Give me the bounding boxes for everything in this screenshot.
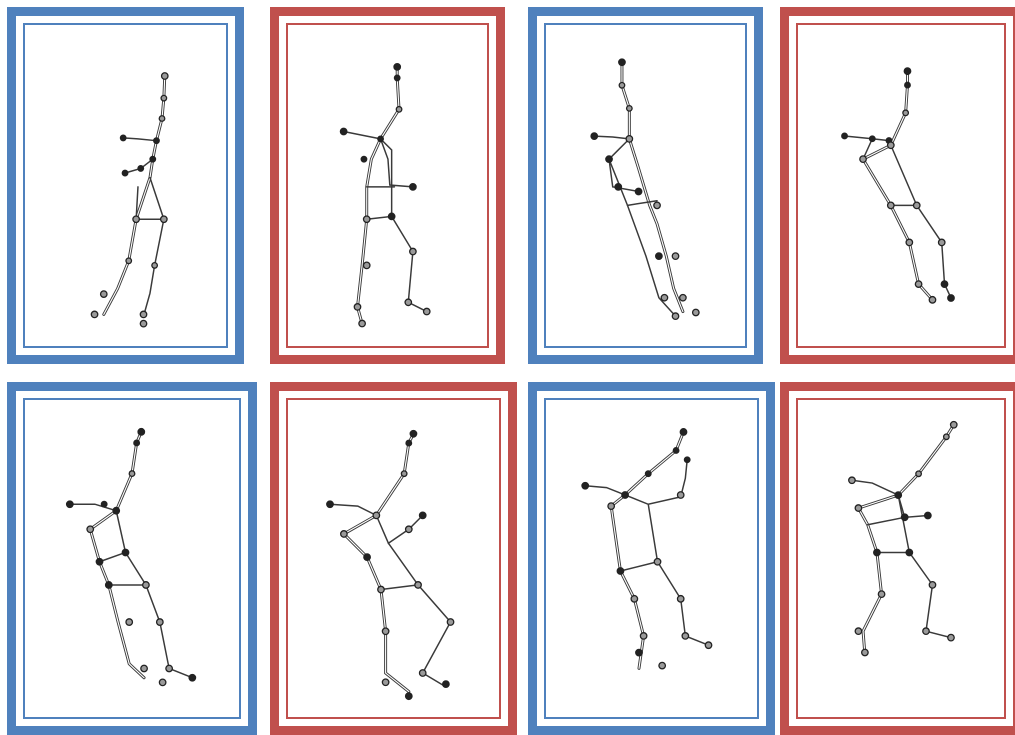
- pose-card-5: [7, 382, 257, 735]
- stick-figure-7-joints: [582, 429, 712, 669]
- stick-figure-5-bones: [70, 432, 192, 678]
- stick-figure-1: [16, 16, 235, 355]
- pose-card-1: [7, 7, 244, 364]
- stick-figure-4-joints: [842, 68, 954, 303]
- stick-figure-3: [537, 16, 754, 355]
- stick-figure-7-bones: [585, 432, 708, 668]
- stick-figure-5: [16, 391, 248, 726]
- stick-figure-2-joints: [340, 64, 430, 327]
- stick-figure-6-bones: [330, 434, 451, 692]
- stick-figure-1-bones: [104, 76, 165, 316]
- stick-figure-4: [789, 16, 1013, 355]
- stick-figure-6: [279, 391, 508, 726]
- stick-figure-7: [537, 391, 766, 726]
- stick-figure-4-bones: [845, 71, 951, 300]
- stick-figure-8-joints: [849, 422, 957, 656]
- stick-figure-8: [789, 391, 1013, 726]
- stick-figure-6-joints: [327, 431, 454, 700]
- pose-card-8: [780, 382, 1015, 735]
- stick-figure-2: [279, 16, 496, 355]
- stick-figure-2-bones: [344, 67, 427, 324]
- stick-figure-1-joints: [91, 73, 168, 327]
- pose-card-2: [270, 7, 505, 364]
- pose-card-6: [270, 382, 517, 735]
- stick-figure-5-joints: [67, 429, 196, 686]
- pose-card-4: [780, 7, 1015, 364]
- pose-card-3: [528, 7, 763, 364]
- pose-card-7: [528, 382, 775, 735]
- stick-figure-8-bones: [852, 425, 954, 655]
